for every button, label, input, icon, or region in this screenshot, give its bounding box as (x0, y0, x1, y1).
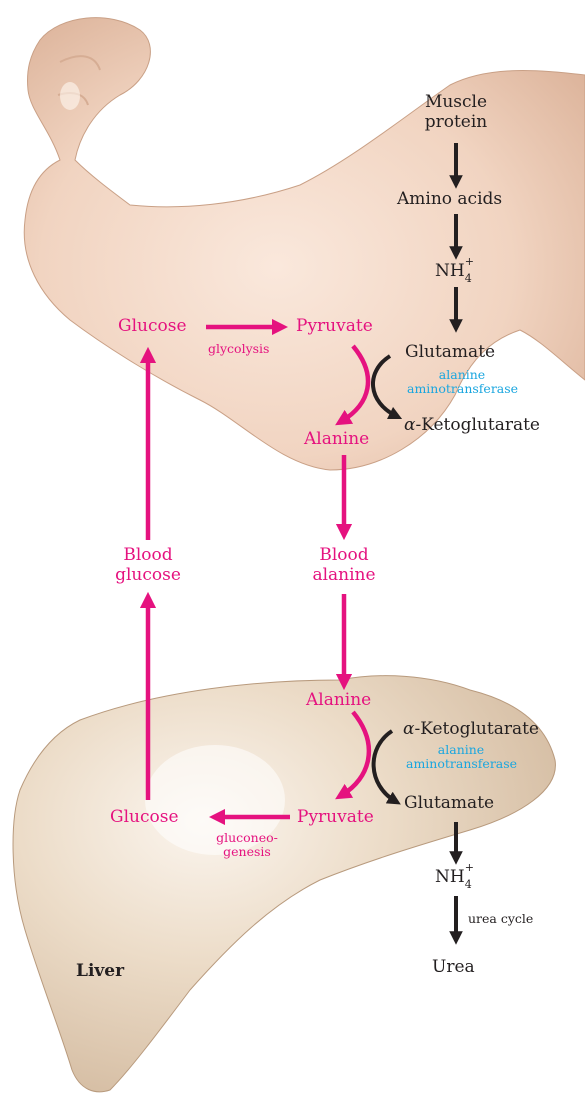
arm-shape (24, 18, 585, 470)
liver-glutamate-label: Glutamate (404, 794, 494, 814)
blood-alanine-label: Blood alanine (296, 546, 392, 585)
blood-glucose-label: Blood glucose (100, 546, 196, 585)
muscle-pyruvate-label: Pyruvate (296, 317, 373, 337)
liver-organ-label: Liver (76, 962, 124, 982)
muscle-glutamate-label: Glutamate (405, 343, 495, 363)
liver-pyruvate-label: Pyruvate (297, 808, 374, 828)
liver-alanine-label: Alanine (306, 691, 371, 711)
gluconeogenesis-label: gluconeo- genesis (212, 831, 282, 860)
muscle-glucose-label: Glucose (118, 317, 187, 337)
muscle-ketoglutarate-label: α-Ketoglutarate (404, 416, 540, 436)
muscle-protein-label: Muscle protein (410, 93, 502, 132)
muscle-enzyme-label: alanine aminotransferase (407, 368, 517, 397)
glycolysis-label: glycolysis (208, 342, 269, 356)
muscle-alanine-label: Alanine (304, 430, 369, 450)
urea-label: Urea (432, 958, 475, 978)
liver-ketoglutarate-label: α-Ketoglutarate (403, 720, 539, 740)
urea-cycle-label: urea cycle (468, 912, 533, 926)
liver-glucose-label: Glucose (110, 808, 179, 828)
liver-enzyme-label: alanine aminotransferase (406, 743, 516, 772)
arm-illustration (24, 18, 585, 470)
muscle-ammonium-label: NH+4 (435, 262, 465, 282)
amino-acids-label: Amino acids (397, 190, 502, 210)
liver-ammonium-label: NH+4 (435, 868, 465, 888)
